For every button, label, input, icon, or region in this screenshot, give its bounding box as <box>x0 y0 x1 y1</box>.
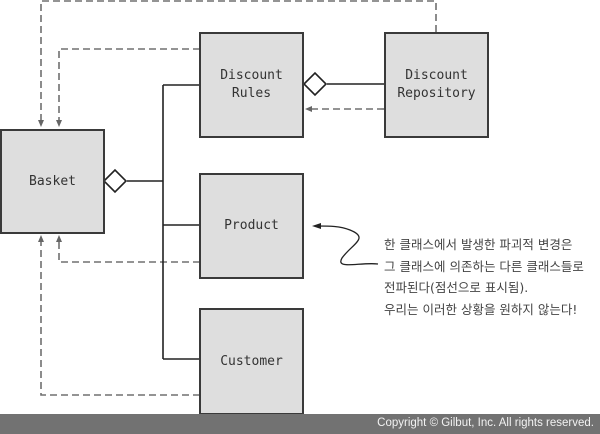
class-basket: Basket <box>0 129 105 234</box>
class-product: Product <box>199 173 304 279</box>
dep-product-to-basket <box>56 235 200 263</box>
annotation-text: 한 클래스에서 발생한 파괴적 변경은 그 클래스에 의존하는 다른 클래스들로… <box>384 234 584 320</box>
footer-bar: Copyright © Gilbut, Inc. All rights rese… <box>0 414 600 434</box>
annotation-line: 전파된다(점선으로 표시됨). <box>384 280 529 295</box>
annotation-line: 우리는 이러한 상황을 원하지 않는다! <box>384 301 578 317</box>
copyright-text: Copyright © Gilbut, Inc. All rights rese… <box>377 417 594 429</box>
dep-repository-to-basket <box>38 0 437 127</box>
class-customer: Customer <box>199 308 304 415</box>
annotation-arrow <box>312 223 379 266</box>
class-discount-repository: Discount Repository <box>384 32 489 138</box>
dep-rules-to-basket <box>56 48 200 127</box>
annotation-line: 한 클래스에서 발생한 파괴적 변경은 <box>384 237 573 252</box>
aggregation-diamond-rules <box>302 71 328 97</box>
class-discount-rules: Discount Rules <box>199 32 304 138</box>
dep-customer-to-basket <box>38 235 200 396</box>
aggregation-diamond-basket <box>102 168 128 194</box>
annotation-line: 그 클래스에 의존하는 다른 클래스들로 <box>384 258 584 274</box>
